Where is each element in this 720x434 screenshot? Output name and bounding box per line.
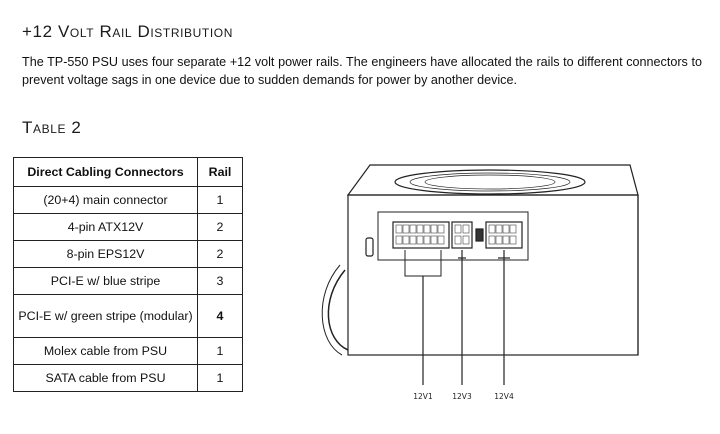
table-row: Molex cable from PSU 1 [13,337,243,365]
header-connectors: Direct Cabling Connectors [13,157,198,187]
psu-diagram: 12V1 12V3 12V4 [321,164,639,401]
table-row: 8-pin EPS12V 2 [13,240,243,268]
connector-cell: PCI-E w/ green stripe (modular) [13,294,198,338]
connector-cell: Molex cable from PSU [13,337,198,365]
power-switch [365,237,374,257]
label-12v4: 12V4 [494,392,514,401]
label-12v3: 12V3 [452,392,472,401]
rail-table: Direct Cabling Connectors Rail (20+4) ma… [13,157,243,392]
connector-cell: (20+4) main connector [13,186,198,214]
rail-cell: 2 [197,213,243,241]
connector-cell: SATA cable from PSU [13,364,198,392]
table-row: PCI-E w/ blue stripe 3 [13,267,243,295]
cable-bundle [327,269,349,351]
connector-panel [377,211,529,261]
table-row: (20+4) main connector 1 [13,186,243,214]
connector-clip [475,228,484,242]
connector-cell: 8-pin EPS12V [13,240,198,268]
rail-cell: 1 [197,364,243,392]
section-paragraph: The TP-550 PSU uses four separate +12 vo… [22,55,702,87]
rail-cell: 1 [197,186,243,214]
rail-cell: 3 [197,267,243,295]
table-header-row: Direct Cabling Connectors Rail [13,157,243,187]
table-row: PCI-E w/ green stripe (modular) 4 [13,294,243,338]
table-row: 4-pin ATX12V 2 [13,213,243,241]
rail-cell: 4 [197,294,243,338]
rail-cell: 1 [197,337,243,365]
header-rail: Rail [197,157,243,187]
section-heading: +12 Volt Rail Distribution [22,22,233,41]
connector-pcie [485,221,523,249]
connector-cell: PCI-E w/ blue stripe [13,267,198,295]
psu-front-face [347,194,639,356]
fan-icon [394,169,586,195]
rail-cell: 2 [197,240,243,268]
connector-8pin [451,221,473,249]
table-title: Table 2 [22,118,82,137]
connector-24pin [392,221,450,249]
label-12v1: 12V1 [413,392,433,401]
connector-cell: 4-pin ATX12V [13,213,198,241]
table-row: SATA cable from PSU 1 [13,364,243,392]
